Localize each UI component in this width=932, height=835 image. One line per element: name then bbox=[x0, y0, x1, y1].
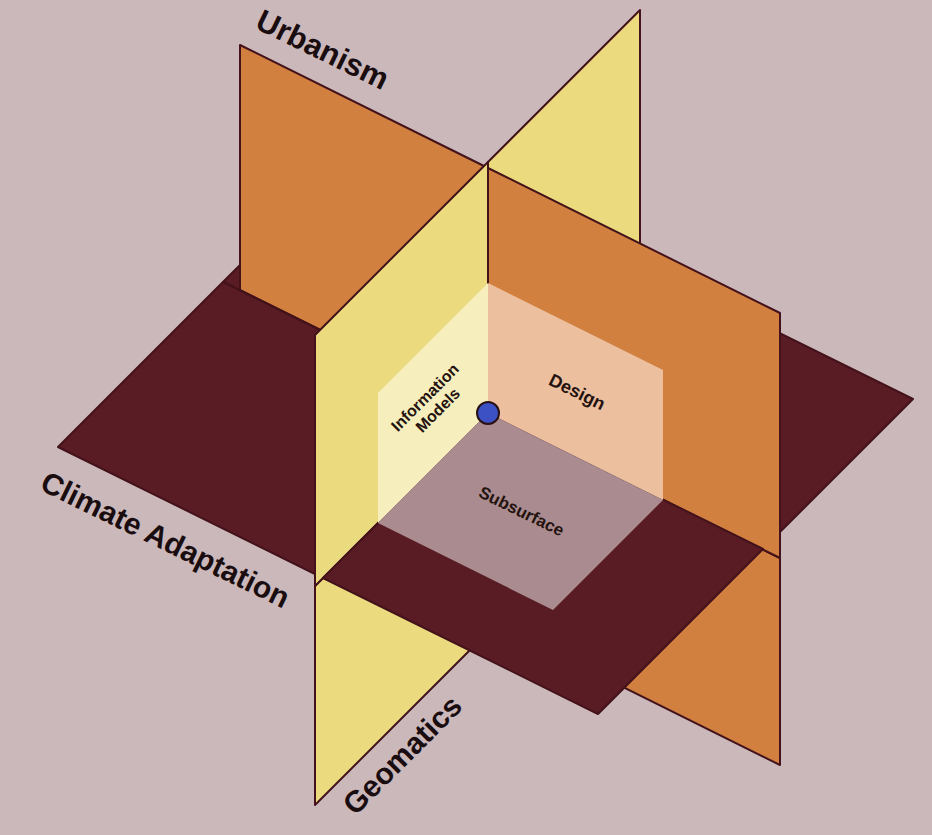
plane-title: Geomatics bbox=[336, 688, 469, 821]
plane-title: Urbanism bbox=[250, 2, 394, 97]
plane-title: Climate Adaptation bbox=[35, 465, 295, 615]
plane-region: Subsurface bbox=[378, 413, 663, 610]
origin-dot bbox=[477, 402, 499, 424]
region-fill bbox=[378, 413, 663, 610]
